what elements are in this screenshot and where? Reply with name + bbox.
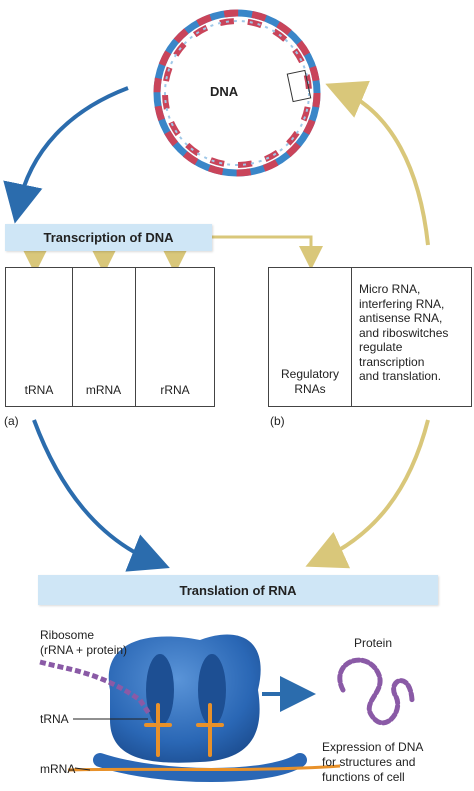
transcription-label: Transcription of DNA <box>43 230 174 245</box>
translation-label: Translation of RNA <box>179 582 297 598</box>
trna-label: tRNA <box>24 383 54 397</box>
panel-a-divider-1 <box>72 268 73 406</box>
bottom-trna-label: tRNA <box>40 712 69 726</box>
ribosome-label-line-1: Ribosome <box>40 628 95 642</box>
panel-a-box: tRNA mRNA rRNA <box>5 267 215 407</box>
ribosome-label-line-2: (rRNA + protein) <box>40 643 128 657</box>
bottom-mrna-label: mRNA <box>40 762 76 776</box>
panel-a-divider-2 <box>135 268 136 406</box>
dna-label: DNA <box>210 84 239 99</box>
dna-to-transcription-arrow <box>3 86 129 224</box>
description-line: antisense RNA, <box>359 311 443 325</box>
mrna-leader-line <box>74 767 91 771</box>
description-line: Micro RNA, <box>359 282 421 296</box>
regulatory-label-line-1: Regulatory <box>280 367 340 381</box>
mrna-strand <box>67 764 341 772</box>
regulatory-label-line-2: RNAs <box>294 382 326 396</box>
panel-b-description: Micro RNA, interfering RNA, antisense RN… <box>359 282 448 384</box>
protein-caption: Expression of DNA for structures and fun… <box>322 740 423 785</box>
mrna-label: mRNA <box>85 383 122 397</box>
description-line: interfering RNA, <box>359 296 445 311</box>
description-line: transcription <box>359 354 425 369</box>
transcription-to-translation-arrow <box>32 419 170 572</box>
description-line: and riboswitches <box>359 325 449 340</box>
panel-a-tag: (a) <box>4 414 19 428</box>
ribosome-label: Ribosome (rRNA + protein) <box>40 628 127 658</box>
dna-circle-icon <box>153 9 321 177</box>
regulatory-to-translation-arrow <box>305 419 430 569</box>
panel-b-box: Regulatory RNAs Micro RNA, interfering R… <box>268 267 472 407</box>
description-line: and translation. <box>359 369 442 383</box>
protein-caption-line: Expression of DNA <box>322 740 424 754</box>
protein-caption-line: functions of cell <box>322 770 405 784</box>
nascent-protein-chain <box>39 659 153 717</box>
protein-label: Protein <box>354 636 393 650</box>
description-line: regulate <box>359 340 403 354</box>
regulatory-to-dna-arrow <box>325 80 430 246</box>
panel-b-divider <box>351 268 352 406</box>
translation-banner: Translation of RNA <box>38 575 438 605</box>
transcription-banner: Transcription of DNA <box>5 224 212 251</box>
protein-caption-line: for structures and <box>322 755 416 769</box>
protein-chain-icon <box>337 657 415 726</box>
regulatory-rnas-label: Regulatory RNAs <box>269 367 351 397</box>
trna-in-ribosome-icon <box>144 703 224 757</box>
rrna-label: rRNA <box>160 383 190 397</box>
ribosome-icon <box>93 634 307 782</box>
panel-b-tag: (b) <box>270 414 285 428</box>
